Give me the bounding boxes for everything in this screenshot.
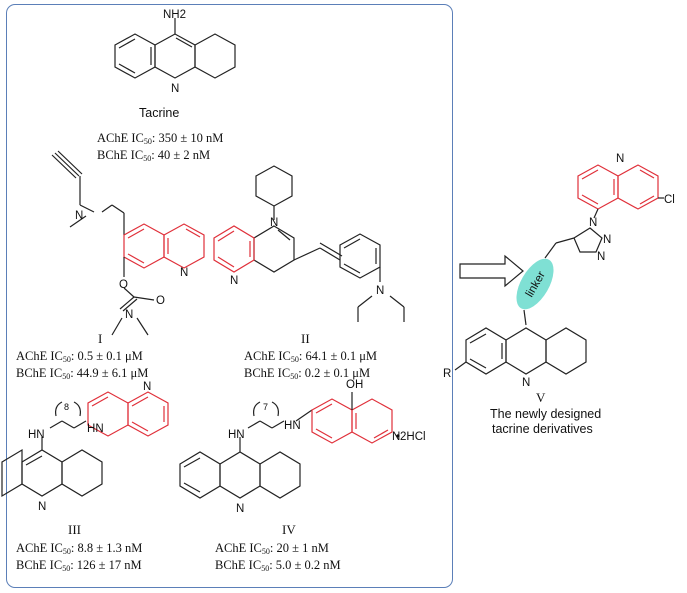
- tacrine-nh2-label: NH2: [163, 9, 186, 21]
- compound-IV-ache-ic50: AChE IC50: 20 ± 1 nM: [215, 541, 329, 556]
- linker-ellipse: [516, 258, 554, 310]
- compound-III-ache-ic50: AChE IC50: 8.8 ± 1.3 nM: [16, 541, 143, 556]
- tacrine-name: Tacrine: [139, 106, 180, 120]
- compound-IV-structure: [179, 392, 393, 499]
- compound-I-ring-n-label: N: [180, 267, 188, 279]
- compound-III-quinoline-n-label: N: [143, 381, 151, 393]
- compound-IV-quinoline-n-label: N: [392, 431, 400, 443]
- compound-V-quinoline-n-label: N: [616, 153, 624, 165]
- compound-IV-salt-label: •2HCl: [396, 431, 426, 443]
- compound-I-label: I: [98, 331, 103, 346]
- compound-I-carbonyl-o-label: O: [156, 295, 165, 307]
- compound-II-ache-ic50: AChE IC50: 64.1 ± 0.1 μM: [244, 349, 378, 364]
- compound-IV-label: IV: [282, 522, 296, 537]
- compound-II-amine-n-label: N: [376, 285, 384, 297]
- compound-III-nh-label: HN: [87, 423, 104, 435]
- reference-compounds-panel: [6, 4, 453, 588]
- compound-V-acridine-n-label: N: [522, 377, 530, 389]
- compound-IV-count: 7: [263, 402, 268, 412]
- compound-II-label: II: [301, 331, 310, 346]
- compound-I-structure: [51, 150, 205, 336]
- compound-V-label: V: [536, 390, 546, 405]
- compound-I-bche-ic50: BChE IC50: 44.9 ± 6.1 μM: [16, 366, 149, 381]
- compound-I-ache-ic50: AChE IC50: 0.5 ± 0.1 μM: [16, 349, 143, 364]
- compound-IV-nh-label: HN: [284, 420, 301, 432]
- compound-II-bche-ic50: BChE IC50: 0.2 ± 0.1 μM: [244, 366, 371, 381]
- compound-IV-hn-label: HN: [228, 429, 245, 441]
- tacrine-bche-ic50: BChE IC50: 40 ± 2 nM: [97, 148, 211, 163]
- compound-III-count: 8: [64, 402, 69, 412]
- compound-V-caption-line1: The newly designed: [490, 407, 602, 421]
- compound-II-structure: [213, 165, 405, 322]
- compound-V-triazole-n3-label: N: [597, 251, 605, 263]
- compound-II-ring-n-label: N: [230, 275, 238, 287]
- compound-I-o-label: O: [119, 279, 128, 291]
- compound-III-hn-label: HN: [28, 429, 45, 441]
- compound-V-caption-line2: tacrine derivatives: [492, 422, 593, 436]
- compound-V-triazole-n1-label: N: [589, 217, 597, 229]
- compound-III-label: III: [68, 522, 81, 537]
- compound-V-cl-label: Cl: [664, 194, 675, 206]
- compound-I-amide-n-label: N: [125, 309, 133, 321]
- compound-IV-acridine-n-label: N: [236, 503, 244, 515]
- design-arrow: [459, 254, 524, 288]
- compound-IV-bche-ic50: BChE IC50: 5.0 ± 0.2 nM: [215, 558, 341, 573]
- tacrine-n-label: N: [171, 83, 179, 95]
- compound-V-r-label: R: [443, 368, 451, 380]
- compound-III-bche-ic50: BChE IC50: 126 ± 17 nM: [16, 558, 142, 573]
- tacrine-structure: [114, 18, 236, 79]
- compound-II-piperidine-n-label: N: [270, 217, 278, 229]
- compound-IV-oh-label: OH: [346, 379, 363, 391]
- compound-V-structure: [454, 164, 664, 375]
- compound-I-n-label: N: [75, 210, 83, 222]
- compound-III-acridine-n-label: N: [38, 501, 46, 513]
- compound-V-triazole-n2-label: N: [603, 234, 611, 246]
- compound-III-structure: [1, 391, 169, 498]
- tacrine-ache-ic50: AChE IC50: 350 ± 10 nM: [97, 131, 224, 146]
